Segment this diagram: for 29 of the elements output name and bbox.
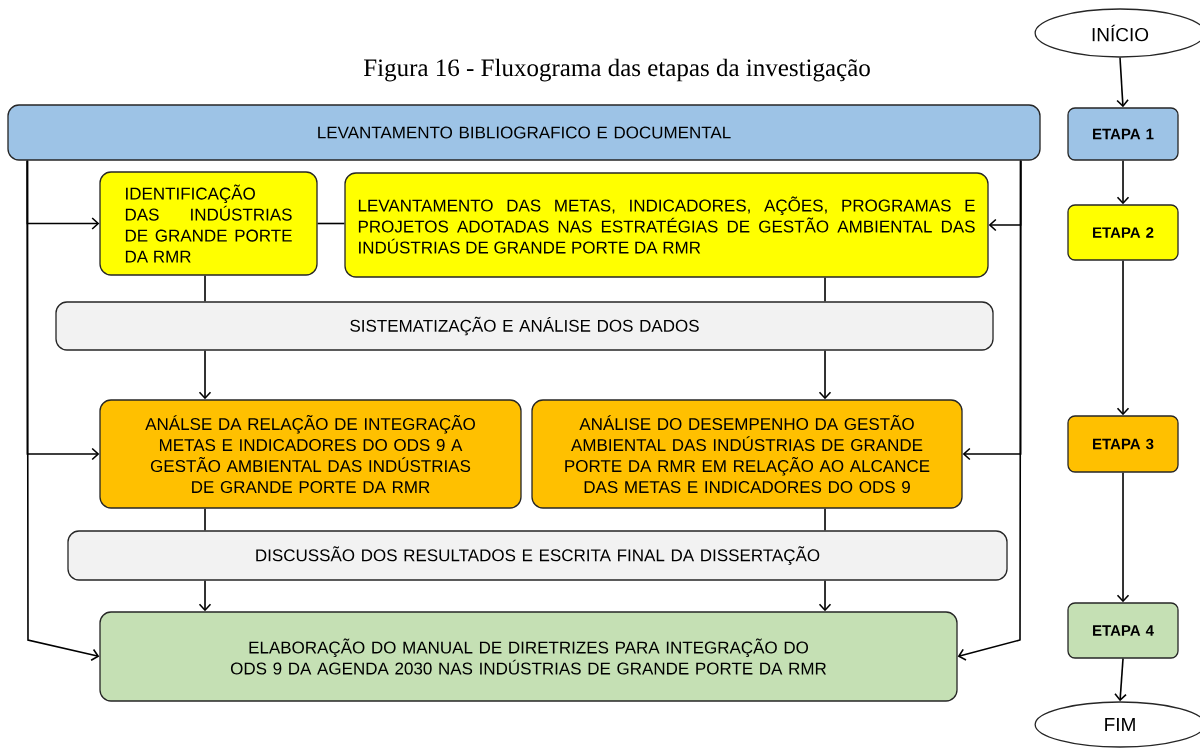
arrow (957, 159, 1022, 661)
arrow (198, 349, 212, 400)
process-box: ELABORAÇÃO DO MANUAL DE DIRETRIZES PARA INTEGRAÇÃO DO ODS 9 DA AGENDA 2030 NAS INDÚSTRIAS DE GRANDE PORTE DA RMR (99, 611, 958, 702)
stage-box: ETAPA 4 (1067, 602, 1179, 659)
arrow (818, 579, 832, 612)
process-box: ANÁLSE DA RELAÇÃO DE INTEGRAÇÃO METAS E INDICADORES DO ODS 9 A GESTÃO AMBIENTAL DAS INDÚSTRIAS DE GRANDE PORTE DA RMR (99, 399, 522, 509)
stage-box: ETAPA 3 (1067, 415, 1179, 473)
arrow (1116, 56, 1129, 108)
arrow (1116, 471, 1130, 603)
arrow (1114, 657, 1127, 702)
arrow (818, 349, 832, 400)
process-box: IDENTIFICAÇÃO DAS INDÚSTRIAS DE GRANDE PORTE DA RMR (99, 171, 318, 276)
arrow (198, 579, 212, 612)
process-box: LEVANTAMENTO DAS METAS, INDICADORES, AÇÕES, PROGRAMAS E PROJETOS ADOTADAS NAS ESTRATÉGIAS DE GESTÃO AMBIENTAL DAS INDÚSTRIAS DE GRANDE PORTE DA RMR (344, 172, 989, 278)
connector-line (316, 222, 346, 225)
figure-title: Figura 16 - Fluxograma das etapas da investigação (364, 58, 870, 82)
process-box: ANÁLISE DO DESEMPENHO DA GESTÃO AMBIENTAL DAS INDÚSTRIAS DE GRANDE PORTE DA RMR EM RELAÇÃO AO ALCANCE DAS METAS E INDICADORES DO ODS 9 (531, 399, 963, 509)
arrow (1116, 259, 1130, 416)
process-box: LEVANTAMENTO BIBLIOGRAFICO E DOCUMENTAL (7, 104, 1041, 161)
connector-line (824, 276, 826, 303)
connector-line (204, 507, 206, 532)
process-box: DISCUSSÃO DOS RESULTADOS E ESCRITA FINAL DA DISSERTAÇÃO (67, 530, 1008, 581)
process-box: SISTEMATIZAÇÃO E ANÁLISE DOS DADOS (55, 301, 994, 351)
stage-box: ETAPA 2 (1067, 204, 1179, 261)
connector-line (204, 274, 206, 303)
arrow (1116, 159, 1130, 205)
stage-box: ETAPA 1 (1067, 107, 1179, 161)
connector-line (824, 507, 826, 532)
arrow (26, 159, 100, 662)
